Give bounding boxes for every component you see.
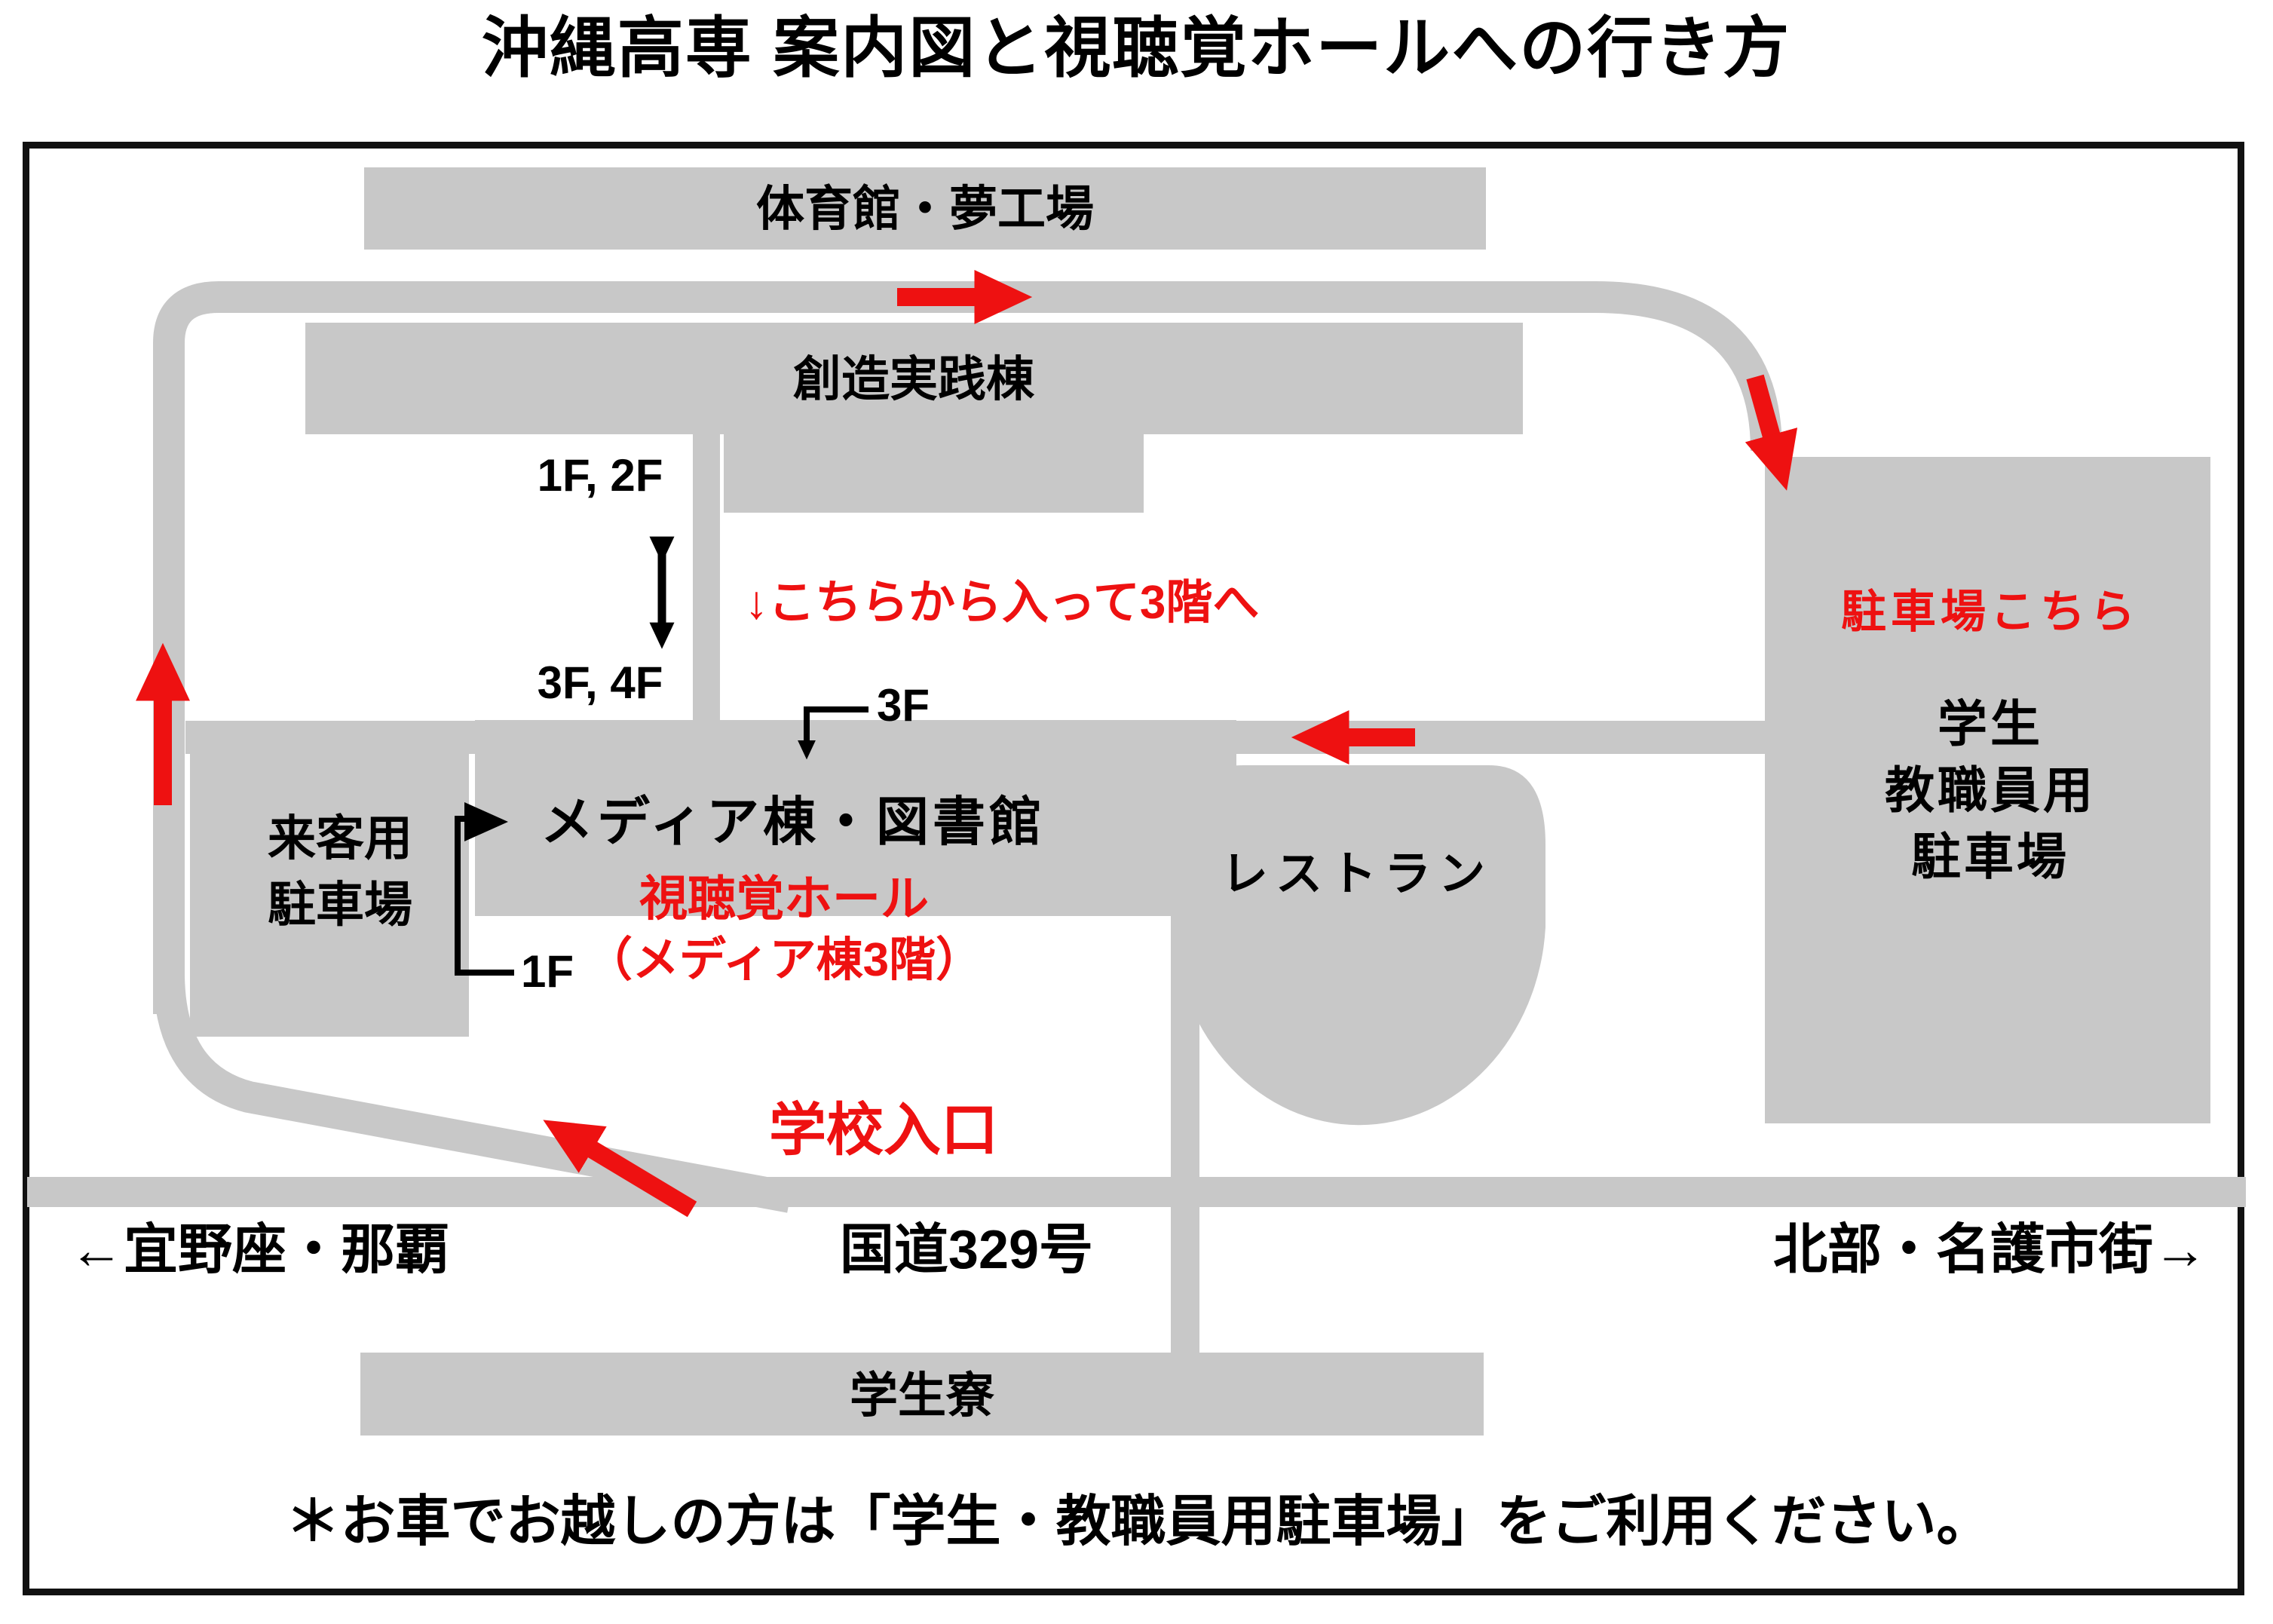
entrance-3f-pointer-icon: [798, 706, 868, 760]
media-pointer-icon: [464, 802, 508, 841]
direction-right-label: 北部・名護市街→: [1772, 1220, 2207, 1280]
arrow-into-parking-icon: [1745, 374, 1798, 491]
gym-label: 体育館・夢工場: [756, 182, 1094, 236]
car-footnote: ＊お車でお越しの方は「学生・教職員用駐車場」をご利用ください。: [285, 1491, 1992, 1552]
staff-parking-label-1: 学生: [1938, 696, 2043, 752]
floor-3f-label: 3F: [876, 680, 930, 731]
hall-note-line1: 視聴覚ホール: [639, 872, 929, 926]
workshop-label: 創造実践棟: [793, 352, 1034, 406]
buildings: [190, 167, 2210, 1436]
floor-bracket: [455, 816, 514, 976]
connectors: [455, 536, 868, 976]
visitor-parking-label-1: 来客用: [268, 811, 412, 866]
arrow-school-entrance-icon: [543, 1120, 697, 1218]
building-workshop: [305, 323, 1523, 434]
building-staff-parking: [1765, 457, 2210, 1123]
building-restaurant: [1172, 765, 1545, 1126]
staff-parking-label-3: 駐車場: [1911, 829, 2069, 884]
floor-1f-label: 1F: [520, 946, 574, 997]
building-dorm: [360, 1353, 1484, 1436]
building-visitor-parking: [190, 754, 469, 1037]
road-access-diagonal: [153, 976, 793, 1213]
school-entrance-label: 学校入口: [769, 1098, 998, 1163]
direction-left-label: ←宜野座・那覇: [69, 1220, 450, 1280]
enter-here-note: ↓こちらから入って3階へ: [745, 577, 1260, 629]
staff-parking-label-2: 教職員用: [1885, 762, 2096, 818]
route-arrows: [136, 270, 1798, 1218]
building-gym: [364, 167, 1486, 250]
parking-here-label: 駐車場こちら: [1841, 587, 2140, 637]
floor-1f2f-label: 1F, 2F: [537, 450, 663, 501]
floor-3f4f-label: 3F, 4F: [537, 657, 663, 708]
building-media: [475, 720, 1236, 916]
building-workshop-annex: [724, 434, 1144, 513]
building-corridor: [693, 434, 720, 722]
hall-note-line2: （メディア棟3階）: [585, 934, 983, 986]
visitor-parking-label-2: 駐車場: [268, 878, 412, 932]
restaurant-label: レストラン: [1221, 848, 1493, 900]
media-label: メディア棟・図書館: [540, 792, 1046, 851]
page-title: 沖縄高専 案内図と視聴覚ホールへの行き方: [481, 11, 1791, 85]
map-frame: [23, 142, 2244, 1595]
route329-label: 国道329号: [839, 1220, 1094, 1280]
dorm-label: 学生寮: [850, 1368, 994, 1423]
